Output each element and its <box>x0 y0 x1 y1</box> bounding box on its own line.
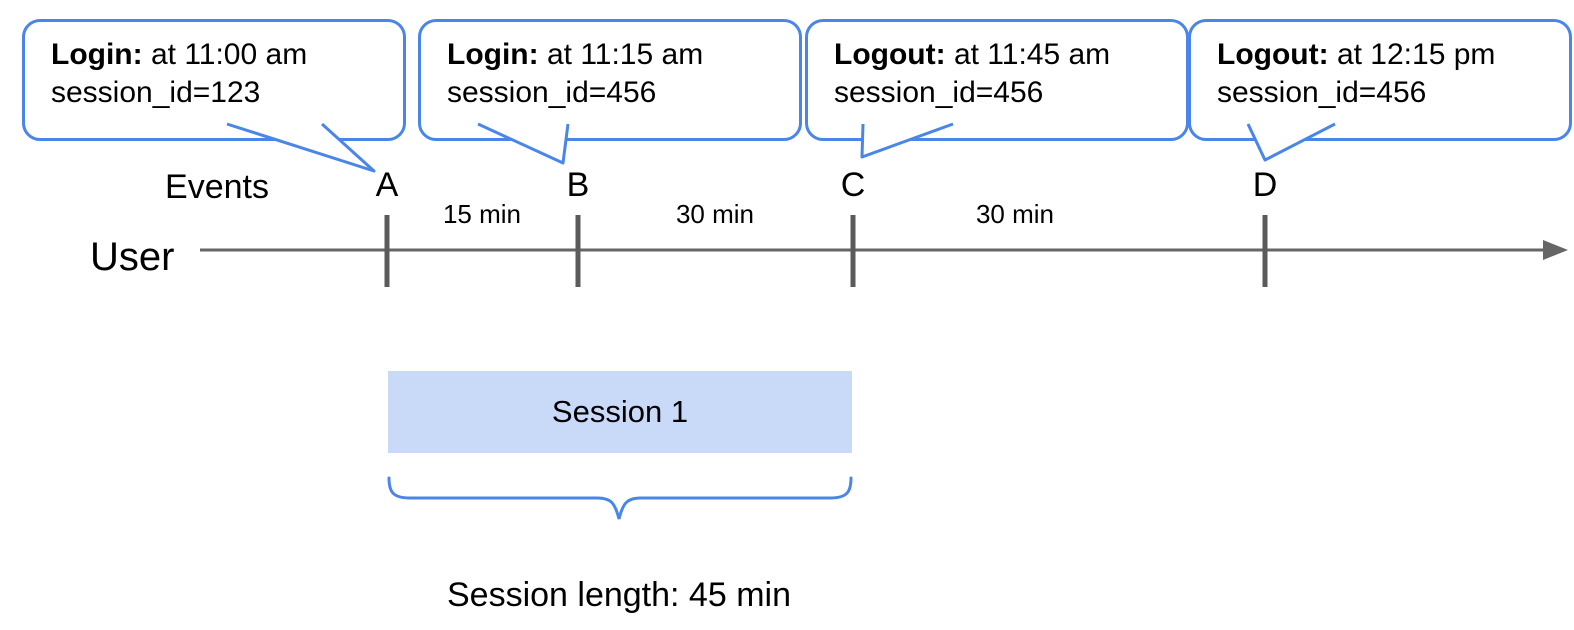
marker-D: D <box>1252 166 1278 204</box>
callout-line1: Login: at 11:15 am <box>447 36 799 74</box>
session-length-label: Session length: 45 min <box>447 576 791 614</box>
user-axis-label: User <box>90 235 175 279</box>
timeline-arrowhead-icon <box>1543 240 1568 260</box>
marker-B: B <box>566 166 590 204</box>
callout-login-A: Login: at 11:00 am session_id=123 <box>22 19 406 141</box>
callout-line1: Logout: at 12:15 pm <box>1217 36 1569 74</box>
callout-tail-B <box>477 122 570 165</box>
session-id-label: session_id=123 <box>51 76 261 109</box>
interval-label-a-b: 15 min <box>442 199 522 229</box>
callout-tail-A <box>226 122 376 173</box>
event-time-label: at 11:45 am <box>945 38 1111 71</box>
callout-tail-D <box>1246 122 1336 162</box>
interval-label-b-c: 30 min <box>675 199 755 229</box>
session-1-label: Session 1 <box>551 394 689 429</box>
event-type-label: Logout: <box>1217 38 1329 71</box>
event-time-label: at 11:00 am <box>142 38 308 71</box>
callout-login-B: Login: at 11:15 am session_id=456 <box>418 19 802 141</box>
callout-logout-C: Logout: at 11:45 am session_id=456 <box>805 19 1189 141</box>
session-length-brace <box>387 476 853 520</box>
events-label: Events <box>165 168 269 206</box>
marker-C: C <box>840 166 866 204</box>
marker-A: A <box>375 166 399 204</box>
callout-line1: Logout: at 11:45 am <box>834 36 1186 74</box>
callout-logout-D: Logout: at 12:15 pm session_id=456 <box>1188 19 1572 141</box>
event-type-label: Login: <box>447 38 539 71</box>
session-id-label: session_id=456 <box>447 76 657 109</box>
session-id-label: session_id=456 <box>1217 76 1427 109</box>
callout-line1: Login: at 11:00 am <box>51 36 403 74</box>
callout-tail-C <box>860 122 954 159</box>
interval-label-c-d: 30 min <box>975 199 1055 229</box>
event-time-label: at 12:15 pm <box>1328 38 1496 71</box>
event-type-label: Login: <box>51 38 143 71</box>
session-id-label: session_id=456 <box>834 76 1044 109</box>
event-time-label: at 11:15 am <box>538 38 704 71</box>
session-1-bar: Session 1 <box>388 371 852 453</box>
event-type-label: Logout: <box>834 38 946 71</box>
